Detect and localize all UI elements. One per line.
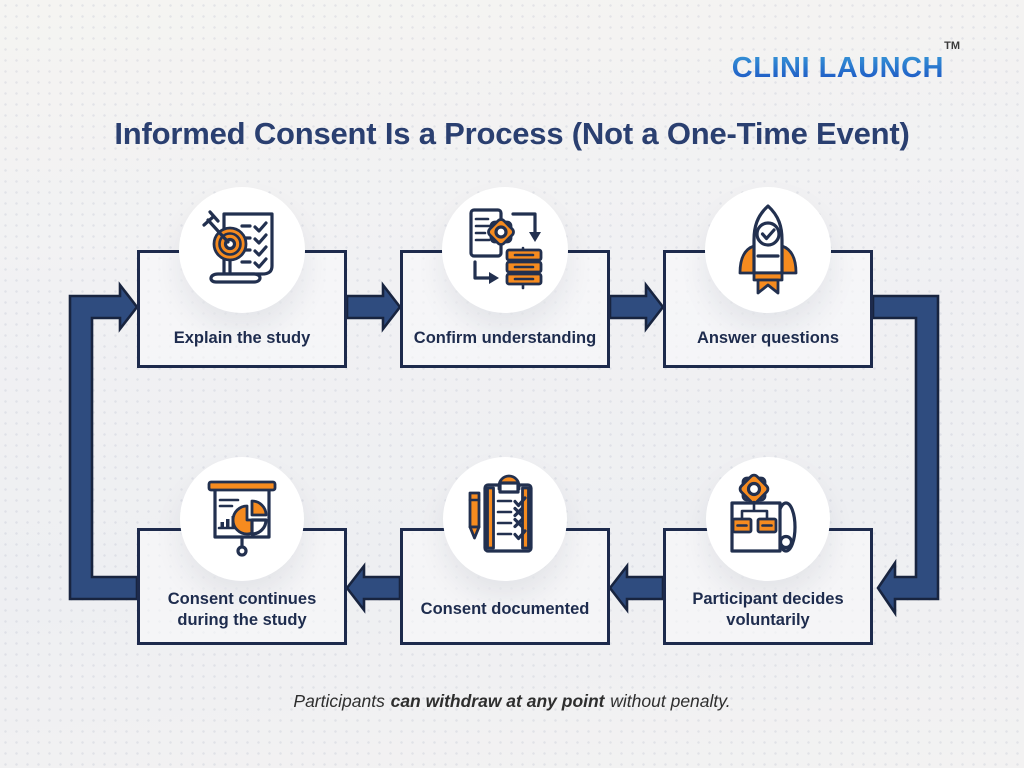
- step-label: Participant decides voluntarily: [692, 590, 844, 629]
- step-box-consent-continues: Consent continues during the study: [137, 528, 347, 645]
- step-label: Explain the study: [173, 328, 311, 347]
- clini-launch-logo: CLINI LAUNCH TM: [731, 40, 960, 85]
- clipboard-checklist-icon: [468, 474, 533, 553]
- footnote-lead: Participants: [293, 691, 385, 711]
- arrow-step2-to-step3: [608, 281, 665, 333]
- step-label: Answer questions: [696, 328, 840, 347]
- arrow-left-loop-step6-to-step1: [68, 281, 139, 601]
- step-box-participant-decides: Participant decides voluntarily: [663, 528, 873, 645]
- arrow-step4-to-step5: [608, 562, 665, 614]
- footnote-tail: without penalty.: [610, 691, 731, 711]
- rocket-check-icon: [738, 204, 798, 295]
- footnote-emphasis: can withdraw at any point: [390, 691, 605, 711]
- icon-circle-continues: [180, 457, 304, 581]
- arrow-step1-to-step2: [345, 281, 402, 333]
- presentation-charts-icon: [207, 480, 277, 557]
- icon-circle-answer: [705, 187, 831, 313]
- step-label: Consent continues during the study: [167, 590, 317, 629]
- icon-circle-documented: [443, 457, 567, 581]
- logo-brand-text: CLINI LAUNCH: [731, 52, 944, 84]
- icon-circle-confirm: [442, 187, 568, 313]
- target-checklist-icon: [202, 210, 274, 284]
- arrow-right-loop-step3-to-step4: [871, 294, 940, 618]
- arrow-step5-to-step6: [345, 562, 402, 614]
- blueprint-gear-icon: [730, 473, 797, 553]
- page-title: Informed Consent Is a Process (Not a One…: [114, 116, 910, 151]
- document-gear-flow-icon: [469, 208, 543, 290]
- step-label: Confirm understanding: [413, 328, 597, 347]
- icon-circle-decides: [706, 457, 830, 581]
- icon-circle-explain: [179, 187, 305, 313]
- trademark-symbol: TM: [944, 40, 960, 52]
- step-label: Consent documented: [420, 600, 590, 619]
